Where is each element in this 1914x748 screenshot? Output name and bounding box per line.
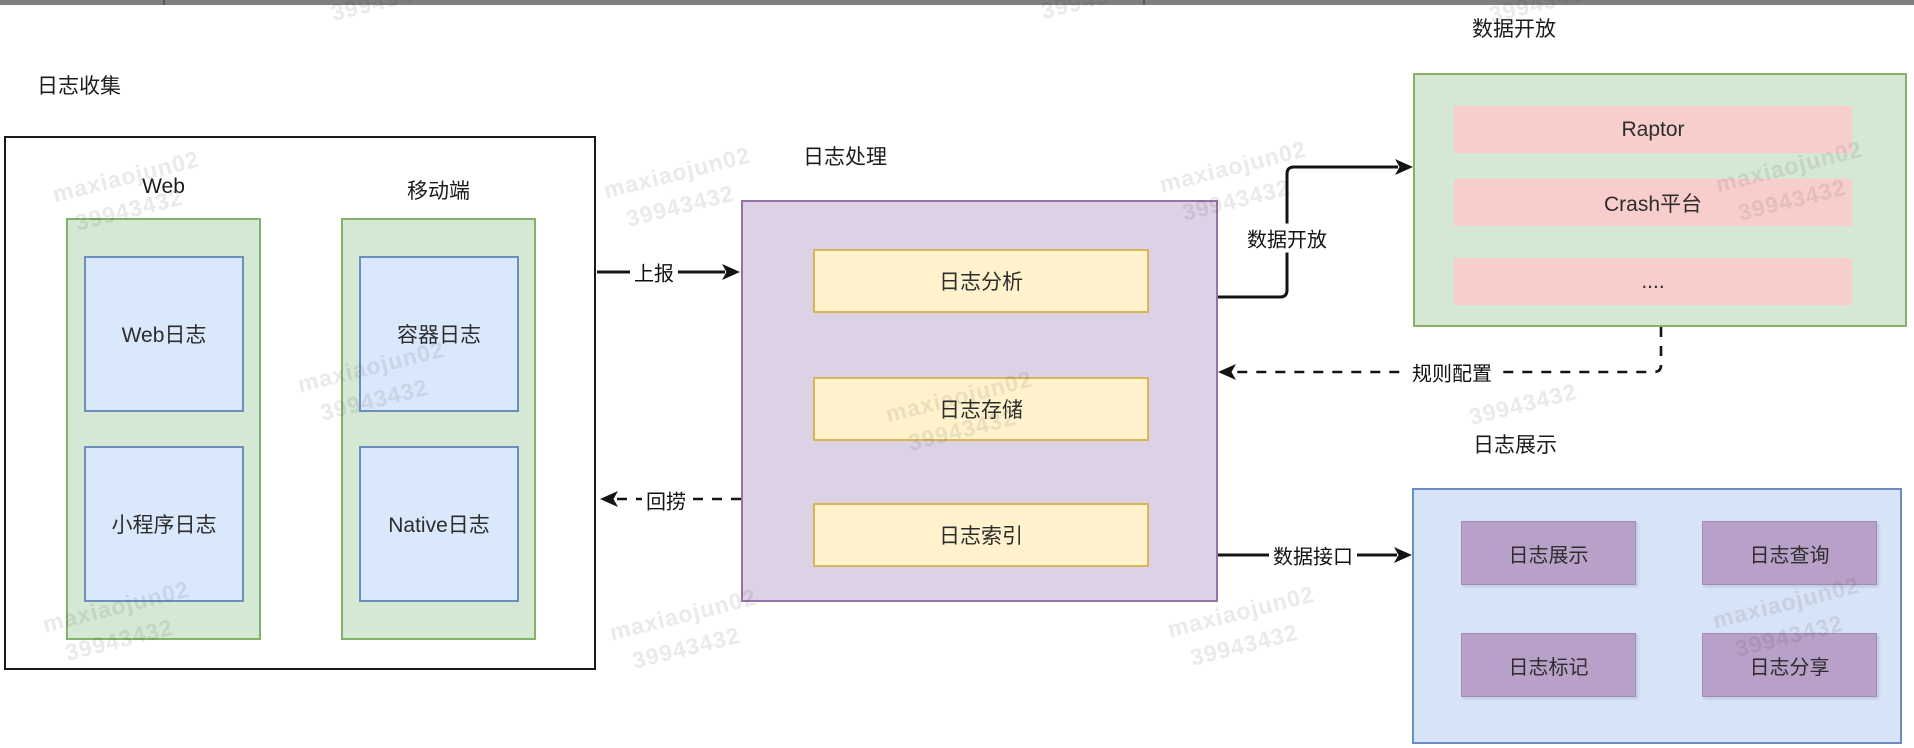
top-window-edge-bar [0, 0, 1914, 5]
node-more-dots: .... [1454, 258, 1852, 305]
edge-rule-arrowhead [1218, 364, 1236, 380]
top-bar-separator [1143, 0, 1145, 5]
column-label-mobile: 移动端 [407, 180, 470, 203]
node-log-storage: 日志存储 [813, 377, 1149, 441]
node-log-index: 日志索引 [813, 503, 1149, 567]
watermark-id: 39943432 [1187, 618, 1301, 671]
node-log-analysis: 日志分析 [813, 249, 1149, 313]
edge-label-fetch-back: 回捞 [642, 485, 690, 515]
section-title-data-open: 数据开放 [1472, 18, 1556, 41]
section-title-log-processing: 日志处理 [803, 146, 887, 169]
node-container-log: 容器日志 [359, 256, 519, 412]
node-log-mark: 日志标记 [1461, 633, 1636, 697]
top-bar-separator [163, 0, 165, 5]
edge-report-arrowhead [722, 264, 740, 280]
node-native-log: Native日志 [359, 446, 519, 602]
node-raptor: Raptor [1454, 106, 1852, 153]
node-log-query: 日志查询 [1702, 521, 1877, 585]
watermark-user: maxiaojun02 [600, 141, 754, 204]
edge-fetch-arrowhead [600, 491, 618, 507]
edge-label-data-api: 数据接口 [1269, 540, 1357, 570]
edge-api-arrowhead [1394, 547, 1412, 563]
edge-dataopen-arrowhead [1395, 159, 1413, 175]
section-title-log-collection: 日志收集 [37, 75, 121, 98]
node-crash-platform: Crash平台 [1454, 179, 1852, 226]
watermark-id: 39943432 [629, 621, 743, 674]
node-miniprogram-log: 小程序日志 [84, 446, 244, 602]
node-log-show: 日志展示 [1461, 521, 1636, 585]
section-title-log-display: 日志展示 [1473, 434, 1557, 457]
node-log-share: 日志分享 [1702, 633, 1877, 697]
edge-label-rule-config: 规则配置 [1408, 357, 1496, 387]
watermark-user: maxiaojun02 [1156, 135, 1310, 198]
watermark-user: maxiaojun02 [606, 583, 760, 646]
edge-label-data-open: 数据开放 [1243, 223, 1331, 253]
node-web-log: Web日志 [84, 256, 244, 412]
column-label-web: Web [142, 175, 185, 198]
edge-label-report: 上报 [630, 257, 678, 287]
